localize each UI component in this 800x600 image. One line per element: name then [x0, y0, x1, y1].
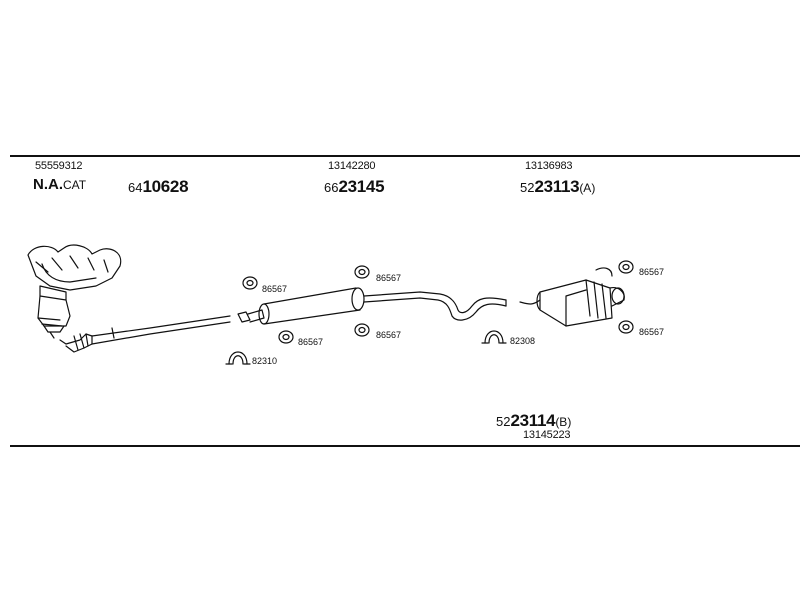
- catalyst-code-number: 10628: [142, 177, 189, 196]
- manifold-catalyst: [27, 244, 122, 353]
- middle-silencer-part-number: 13142280: [328, 160, 376, 172]
- hanger-label: 86567: [376, 330, 401, 340]
- rear-silencer-b-code-suffix: (B): [555, 415, 572, 429]
- hanger-label: 86567: [262, 284, 287, 294]
- rear-silencer-b-code-prefix: 52: [496, 414, 511, 429]
- middle-silencer-code-number: 23145: [338, 177, 385, 196]
- cat-label: CAT: [63, 178, 87, 192]
- catalyst-code: 6410628: [128, 177, 189, 197]
- clamp-label: 82310: [252, 356, 277, 366]
- middle-silencer: [237, 287, 507, 325]
- rear-silencer-code-suffix: (A): [579, 181, 596, 195]
- catalyst-part-number: 55559312: [35, 160, 83, 172]
- clamp-label: 82308: [510, 336, 535, 346]
- middle-silencer-code: 6623145: [324, 177, 385, 197]
- hanger-label: 86567: [639, 267, 664, 277]
- bottom-rule: [10, 445, 800, 447]
- front-pipe: [91, 315, 231, 345]
- middle-silencer-code-prefix: 66: [324, 180, 339, 195]
- hanger-icons: [242, 260, 634, 344]
- rear-silencer-code: 5223113(A): [520, 177, 595, 197]
- top-rule: [10, 155, 800, 157]
- hanger-label: 86567: [298, 337, 323, 347]
- rear-silencer-part-number: 13136983: [525, 160, 573, 172]
- rear-silencer-b-code: 5223114(B): [496, 411, 571, 431]
- na-cat-label: N.A.CAT: [33, 176, 86, 193]
- catalyst-code-prefix: 64: [128, 180, 143, 195]
- rear-silencer-code-prefix: 52: [520, 180, 535, 195]
- rear-silencer-b-code-number: 23114: [510, 411, 556, 430]
- clamp-icons: [225, 330, 507, 365]
- na-label: N.A.: [33, 176, 63, 193]
- rear-silencer-code-number: 23113: [534, 177, 580, 196]
- hanger-label: 86567: [639, 327, 664, 337]
- rear-silencer: [519, 267, 625, 327]
- rear-silencer-b-part-number: 13145223: [523, 429, 571, 441]
- hanger-label: 86567: [376, 273, 401, 283]
